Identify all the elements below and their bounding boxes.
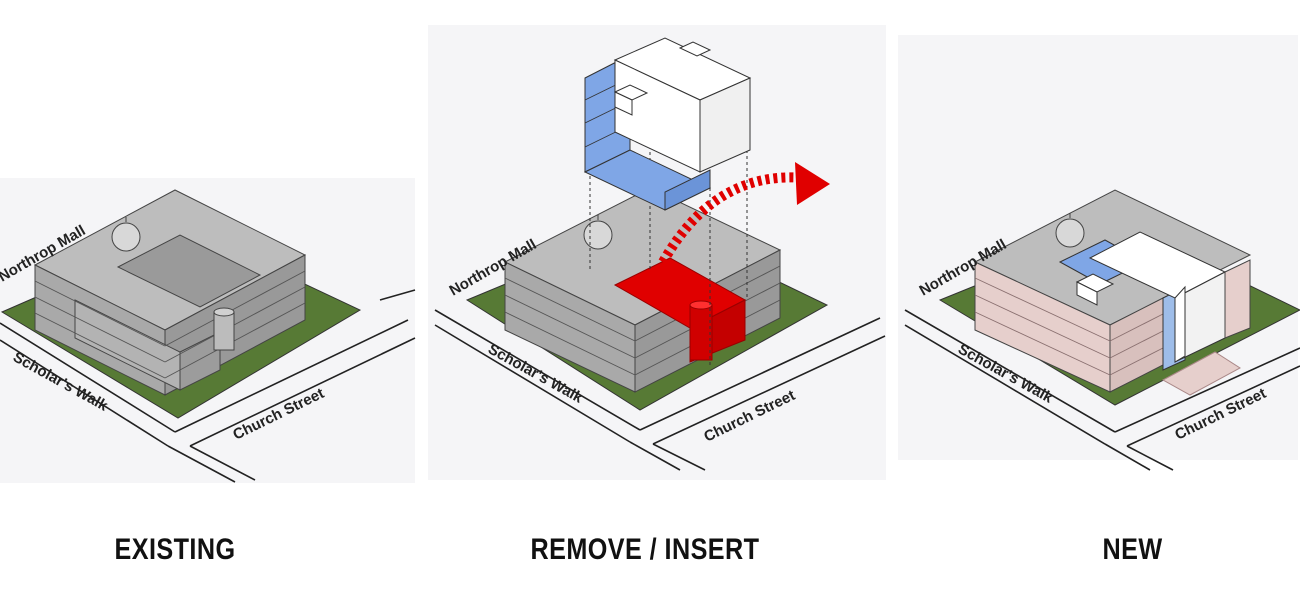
removal-arrow xyxy=(658,172,806,265)
caption-existing: EXISTING xyxy=(114,533,236,566)
new-diagram: Northrop Mall Scholar's Walk Church Stre… xyxy=(898,35,1300,471)
existing-building xyxy=(33,189,307,396)
new-building xyxy=(973,189,1252,393)
caption-new: NEW xyxy=(1102,533,1163,566)
dome-icon xyxy=(111,222,141,252)
paving xyxy=(1161,351,1241,396)
existing-diagram: Northrop Mall Scholar's Walk Church Stre… xyxy=(0,178,416,483)
existing-building xyxy=(503,187,782,393)
panel-remove-insert: Northrop Mall Scholar's Walk Church Stre… xyxy=(425,0,890,500)
panel-new: Northrop Mall Scholar's Walk Church Stre… xyxy=(895,0,1300,500)
dome-icon xyxy=(1055,218,1085,248)
caption-remove-insert: REMOVE / INSERT xyxy=(530,533,760,566)
street-lines xyxy=(904,309,1300,471)
remove-insert-diagram: Northrop Mall Scholar's Walk Church Stre… xyxy=(428,25,886,480)
arrow-head-icon xyxy=(795,162,830,205)
panel-existing: Northrop Mall Scholar's Walk Church Stre… xyxy=(0,0,420,500)
removed-silo xyxy=(689,304,713,361)
dome-icon xyxy=(583,220,613,250)
silo-icon xyxy=(213,311,235,351)
insert-volume xyxy=(583,37,752,211)
street-lines xyxy=(434,309,886,471)
street-lines xyxy=(0,289,416,483)
